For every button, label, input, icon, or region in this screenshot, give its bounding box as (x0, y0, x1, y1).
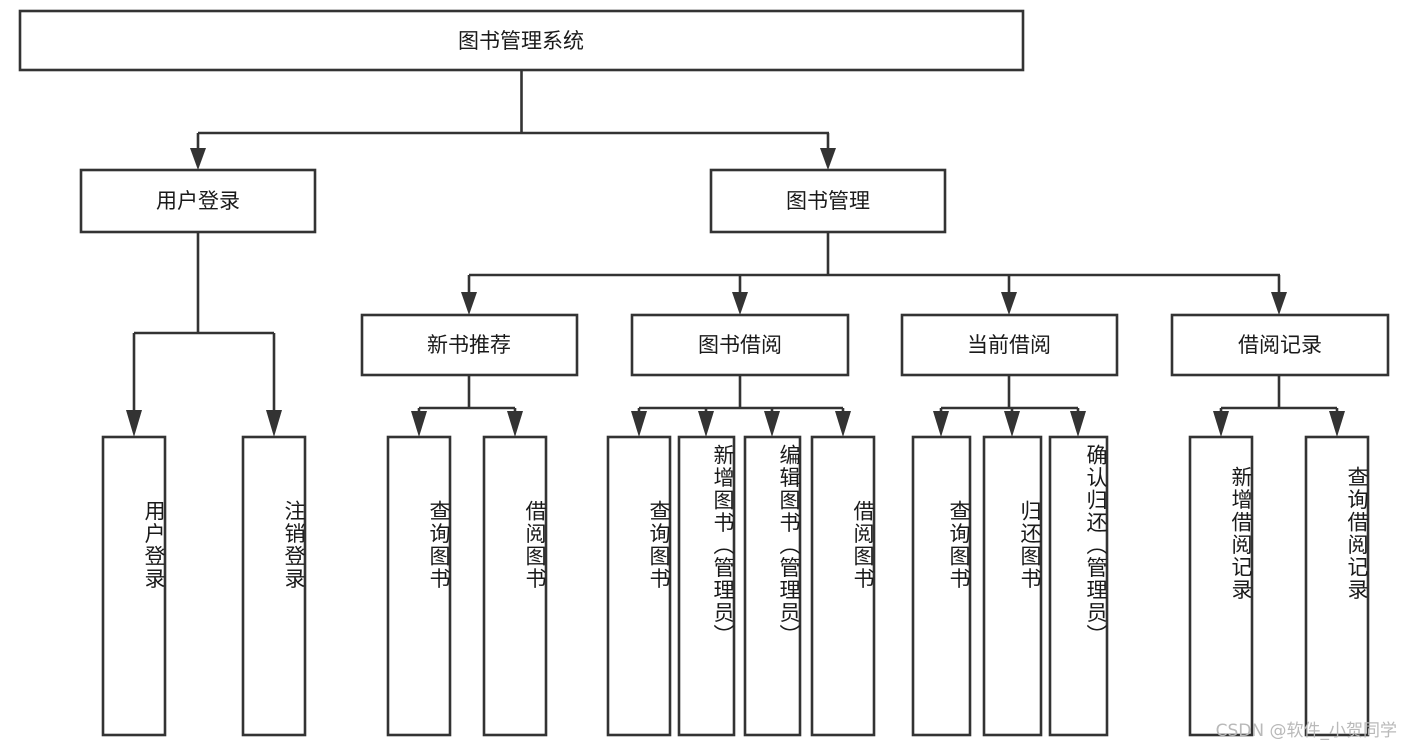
arrow-head-icon (820, 148, 836, 170)
arrow-head-icon (631, 411, 647, 437)
arrow-head-icon (126, 410, 142, 437)
connectors-bookmgmt-to-level3 (461, 232, 1287, 315)
arrow-head-icon (1004, 411, 1020, 437)
arrow-head-icon (1213, 411, 1229, 437)
arrow-head-icon (764, 411, 780, 437)
arrow-head-icon (933, 411, 949, 437)
node-current-borrow-label: 当前借阅 (967, 333, 1051, 357)
leaf-box-confirm-return-admin[interactable] (1048, 435, 1109, 737)
connectors-borrowbook-to-leaves (631, 375, 851, 437)
node-user-login-box[interactable] (79, 168, 317, 234)
node-new-book-recommend-box[interactable] (360, 313, 579, 377)
node-book-management-label: 图书管理 (786, 189, 870, 213)
leaf-box-add-borrow-record[interactable] (1188, 435, 1254, 737)
arrow-head-icon (1329, 411, 1345, 437)
leaf-box-logout[interactable] (241, 435, 307, 737)
arrow-head-icon (698, 411, 714, 437)
node-user-login[interactable]: 用户登录 (79, 168, 317, 234)
connectors-userlogin-to-leaves (126, 232, 282, 437)
node-book-management[interactable]: 图书管理 (709, 168, 947, 234)
arrow-head-icon (411, 411, 427, 437)
arrow-head-icon (190, 148, 206, 170)
node-book-borrow[interactable]: 图书借阅 (630, 313, 850, 377)
arrow-head-icon (266, 410, 282, 437)
node-book-management-box[interactable] (709, 168, 947, 234)
connectors-newbook-to-leaves (411, 375, 523, 437)
node-borrow-record-label: 借阅记录 (1238, 333, 1322, 357)
node-book-borrow-label: 图书借阅 (698, 333, 782, 357)
node-book-borrow-box[interactable] (630, 313, 850, 377)
arrow-head-icon (1271, 292, 1287, 315)
node-root[interactable]: 图书管理系统 (18, 9, 1025, 72)
leaf-box-add-book-admin[interactable] (677, 435, 736, 737)
leaf-box-query-book-1[interactable] (386, 435, 452, 737)
leaf-box-borrow-book-1[interactable] (482, 435, 548, 737)
node-current-borrow[interactable]: 当前借阅 (900, 313, 1119, 377)
leaf-box-query-borrow-record[interactable] (1304, 435, 1370, 737)
leaf-box-query-book-3[interactable] (911, 435, 972, 737)
node-current-borrow-box[interactable] (900, 313, 1119, 377)
leaf-boxes (101, 435, 1370, 737)
arrow-head-icon (732, 292, 748, 315)
watermark: CSDN @软件_小贺同学 (1215, 721, 1397, 741)
node-root-label: 图书管理系统 (458, 29, 584, 53)
connectors-current-to-leaves (933, 375, 1086, 437)
leaf-box-user-login[interactable] (101, 435, 167, 737)
node-new-book-recommend-label: 新书推荐 (427, 333, 511, 357)
node-new-book-recommend[interactable]: 新书推荐 (360, 313, 579, 377)
node-root-box[interactable] (18, 9, 1025, 72)
connectors-root-to-level2 (190, 70, 836, 170)
connectors-record-to-leaves (1213, 375, 1345, 437)
leaf-box-edit-book-admin[interactable] (743, 435, 802, 737)
arrow-head-icon (507, 411, 523, 437)
node-user-login-label: 用户登录 (156, 189, 240, 213)
leaf-box-return-book[interactable] (982, 435, 1043, 737)
arrow-head-icon (835, 411, 851, 437)
arrow-head-icon (1070, 411, 1086, 437)
leaf-box-query-book-2[interactable] (606, 435, 672, 737)
arrow-head-icon (1001, 292, 1017, 315)
node-borrow-record-box[interactable] (1170, 313, 1390, 377)
leaf-box-borrow-book-2[interactable] (810, 435, 876, 737)
node-borrow-record[interactable]: 借阅记录 (1170, 313, 1390, 377)
arrow-head-icon (461, 292, 477, 315)
